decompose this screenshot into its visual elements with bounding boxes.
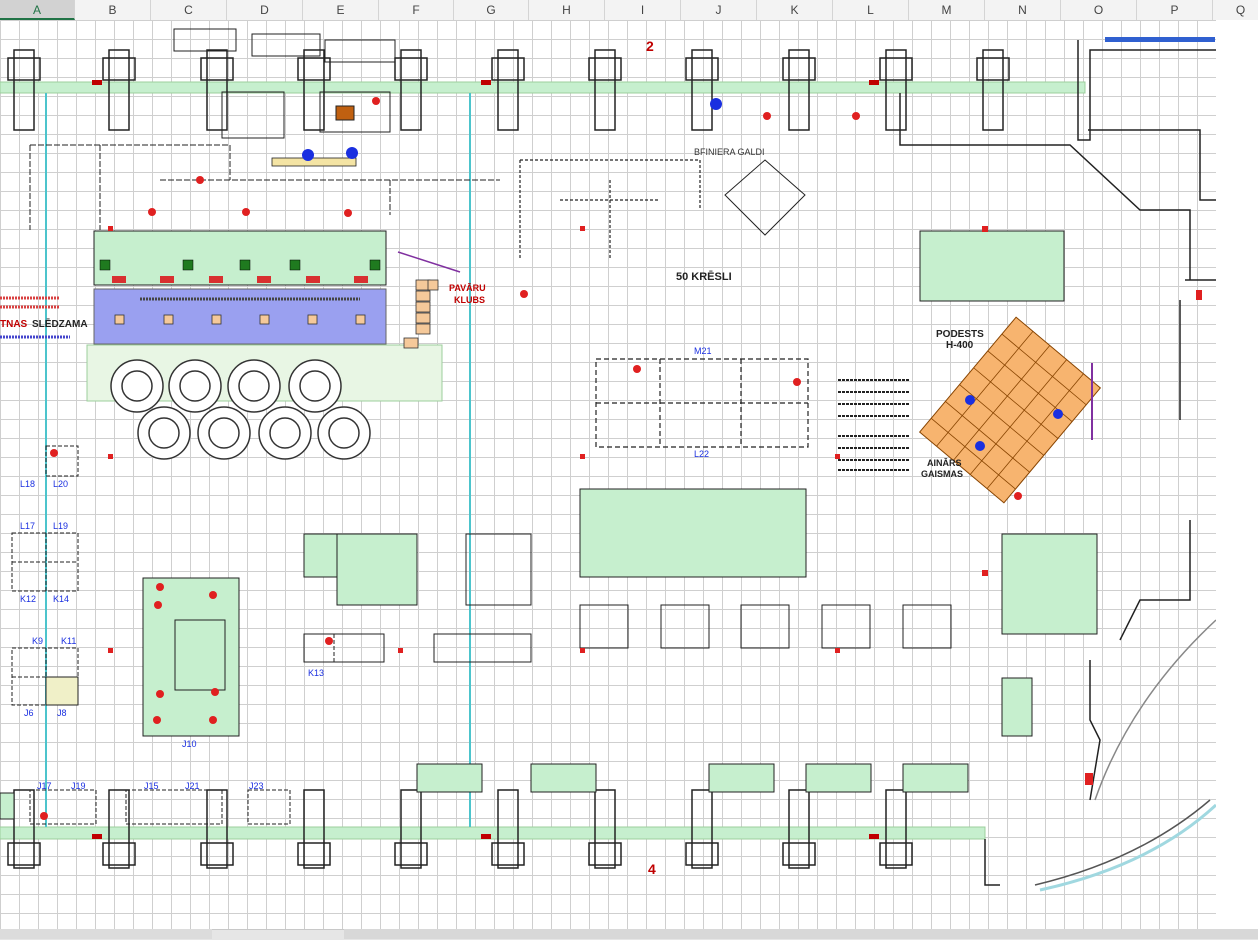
orange-box bbox=[335, 105, 355, 121]
column-header-P[interactable]: P bbox=[1137, 0, 1213, 20]
green-counter bbox=[93, 230, 387, 286]
ainars-label: AINĀRS bbox=[927, 458, 962, 468]
blue-strip-top bbox=[1105, 37, 1215, 42]
axis-4-label: 4 bbox=[648, 861, 656, 877]
j23-label: J23 bbox=[249, 781, 264, 791]
spreadsheet-grid[interactable]: 2 4 BFINIERA GALDI 50 KRĒSLI PAVĀRU KLUB… bbox=[0, 20, 1258, 929]
red-labels-counter bbox=[112, 276, 368, 283]
white-tables-row bbox=[579, 604, 952, 649]
cream-cell bbox=[45, 676, 79, 706]
column-header-C[interactable]: C bbox=[151, 0, 227, 20]
green-table-left-a bbox=[303, 533, 338, 578]
green-table-center bbox=[579, 488, 807, 578]
column-header-H[interactable]: H bbox=[529, 0, 605, 20]
green-tables-bottom bbox=[416, 763, 969, 793]
j8-label: J8 bbox=[57, 708, 67, 718]
green-counter-items bbox=[99, 259, 381, 271]
column-header-A[interactable]: A bbox=[0, 0, 75, 20]
l18-label: L18 bbox=[20, 479, 35, 489]
seat-rows bbox=[838, 379, 910, 471]
green-table-small-right bbox=[1001, 677, 1033, 737]
bottom-corridor bbox=[0, 826, 986, 840]
column-header-O[interactable]: O bbox=[1061, 0, 1137, 20]
l20-label: L20 bbox=[53, 479, 68, 489]
l19-label: L19 bbox=[53, 521, 68, 531]
horizontal-scrollbar[interactable] bbox=[344, 929, 1258, 939]
dashed-seating bbox=[519, 159, 701, 260]
m21-l22-frame bbox=[595, 358, 809, 448]
red-markers bbox=[40, 97, 1202, 820]
bfiniera-label: BFINIERA GALDI bbox=[694, 147, 765, 157]
column-header-Q[interactable]: Q bbox=[1213, 0, 1258, 20]
h400-label: H-400 bbox=[946, 340, 974, 351]
column-header-I[interactable]: I bbox=[605, 0, 681, 20]
k14-label: K14 bbox=[53, 594, 69, 604]
pavaru-label: PAVĀRU bbox=[449, 283, 486, 293]
green-table-left-b bbox=[336, 533, 418, 606]
l22-label: L22 bbox=[694, 449, 709, 459]
gaismas-label: GAISMAS bbox=[921, 469, 963, 479]
corridor-markers bbox=[92, 80, 879, 839]
j19-label: J19 bbox=[71, 781, 86, 791]
k13-label: K13 bbox=[308, 668, 324, 678]
sledzama-prefix: TNAS bbox=[0, 319, 28, 330]
round-tables bbox=[110, 359, 371, 460]
lavender-area bbox=[93, 288, 387, 345]
left-grids bbox=[11, 445, 335, 825]
column-header-E[interactable]: E bbox=[303, 0, 379, 20]
sheet-tabs-area[interactable] bbox=[0, 929, 212, 939]
lavender-seats bbox=[114, 314, 366, 325]
green-table-right bbox=[1001, 533, 1098, 635]
column-header-G[interactable]: G bbox=[454, 0, 529, 20]
column-header-F[interactable]: F bbox=[379, 0, 454, 20]
column-header-B[interactable]: B bbox=[75, 0, 151, 20]
axis-2-label: 2 bbox=[646, 38, 654, 54]
k9-label: K9 bbox=[32, 636, 43, 646]
blue-dot-2 bbox=[346, 147, 358, 159]
right-walls bbox=[899, 40, 1216, 892]
column-header-K[interactable]: K bbox=[757, 0, 833, 20]
floor-plan-drawing: 2 4 BFINIERA GALDI 50 KRĒSLI PAVĀRU KLUB… bbox=[0, 28, 1216, 892]
column-header-M[interactable]: M bbox=[909, 0, 985, 20]
l17-label: L17 bbox=[20, 521, 35, 531]
k12-label: K12 bbox=[20, 594, 36, 604]
green-table-top-right bbox=[919, 230, 1065, 302]
column-header-D[interactable]: D bbox=[227, 0, 303, 20]
j10-label: J10 bbox=[182, 739, 197, 749]
j21-label: J21 bbox=[185, 781, 200, 791]
m21-label: M21 bbox=[694, 346, 712, 356]
blue-dot-1 bbox=[302, 149, 314, 161]
equipment-cluster bbox=[29, 28, 500, 230]
column-header-L[interactable]: L bbox=[833, 0, 909, 20]
column-header-N[interactable]: N bbox=[985, 0, 1061, 20]
podests-label: PODESTS bbox=[936, 329, 984, 340]
unused-area bbox=[1216, 20, 1258, 929]
column-header-J[interactable]: J bbox=[681, 0, 757, 20]
top-corridor bbox=[0, 81, 1086, 94]
klubs-label: KLUBS bbox=[454, 295, 485, 305]
top-columns bbox=[7, 49, 1010, 131]
j17-label: J17 bbox=[37, 781, 52, 791]
sledzama-label: SLĒDZAMA bbox=[32, 318, 88, 330]
peach-stack bbox=[403, 279, 439, 349]
kresli-label: 50 KRĒSLI bbox=[676, 271, 732, 283]
j6-label: J6 bbox=[24, 708, 34, 718]
green-edge-bottom-left bbox=[0, 792, 15, 820]
k11-label: K11 bbox=[61, 636, 76, 646]
j15-label: J15 bbox=[144, 781, 159, 791]
diamond-table bbox=[724, 159, 806, 236]
tan-strip bbox=[271, 157, 357, 167]
